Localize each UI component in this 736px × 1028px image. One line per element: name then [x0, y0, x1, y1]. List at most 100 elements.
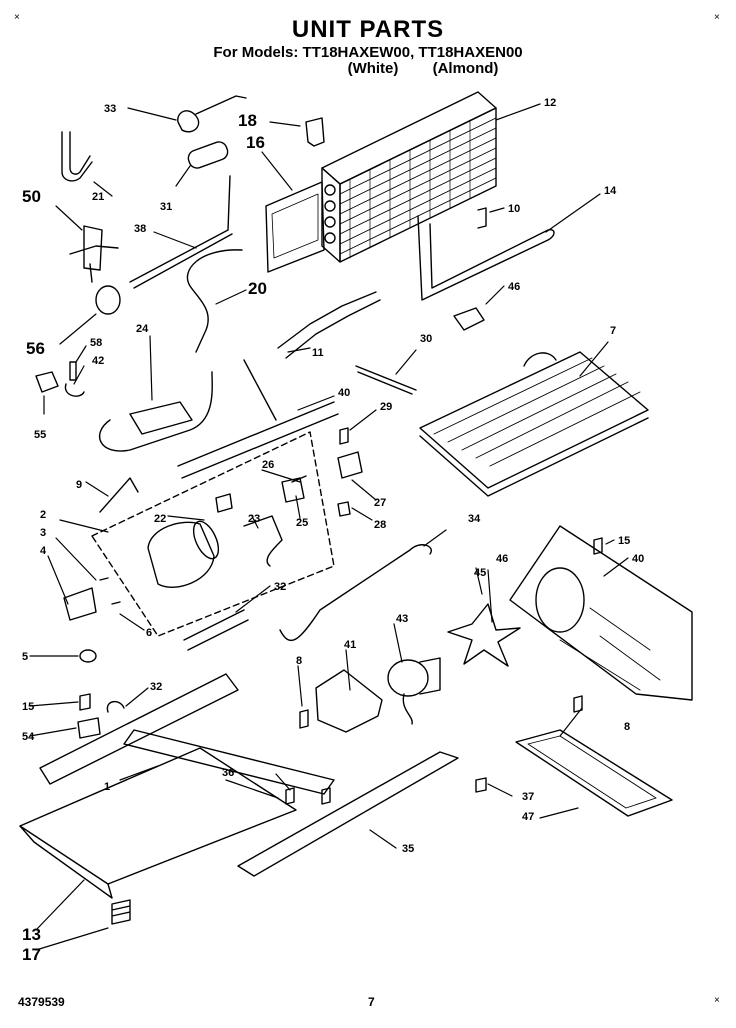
callout-21: 21: [92, 191, 104, 203]
callout-46b: 46: [496, 553, 508, 565]
part-38-tube: [129, 175, 233, 289]
part-24-tube: [98, 371, 213, 452]
callout-35: 35: [402, 843, 414, 855]
corner-mark-top-right: ×: [714, 12, 720, 23]
part-8-screw: [321, 787, 331, 805]
leader-lines: [29, 103, 629, 951]
callout-15b: 15: [22, 701, 34, 713]
callout-23: 23: [248, 513, 260, 525]
part-30-tie: [355, 365, 417, 395]
callout-2: 2: [40, 509, 46, 521]
fan-shroud: [509, 525, 693, 701]
callout-32a: 32: [274, 581, 286, 593]
callout-24: 24: [136, 323, 149, 335]
callout-1: 1: [104, 781, 110, 793]
callout-3: 3: [40, 527, 46, 539]
callout-43: 43: [396, 613, 408, 625]
part-15-screw-right: [593, 537, 603, 555]
drain-pan: [515, 729, 673, 817]
part-28-grommet: [337, 501, 351, 517]
part-55-fitting: [35, 371, 59, 393]
callout-17: 17: [22, 945, 41, 964]
part-10-clip: [477, 207, 487, 229]
models-prefix: For Models:: [213, 44, 299, 61]
page-title: UNIT PARTS: [291, 16, 445, 43]
callout-5: 5: [22, 651, 28, 663]
callout-45: 45: [474, 567, 486, 579]
base-plate: [19, 747, 297, 885]
part-9-tube: [99, 477, 139, 513]
part-27-block: [337, 451, 363, 479]
callout-55: 55: [34, 429, 46, 441]
model-numbers: For Models: TT18HAXEW00, TT18HAXEN00: [0, 44, 736, 61]
compressor: [147, 520, 220, 588]
callout-54: 54: [22, 731, 35, 743]
evaporator-coil: [419, 351, 649, 497]
fan-blade: [447, 603, 521, 667]
callout-58: 58: [90, 337, 102, 349]
callout-46a: 46: [508, 281, 520, 293]
callout-30: 30: [420, 333, 432, 345]
motor-bracket: [315, 669, 383, 733]
part-20-capillary: [186, 249, 243, 353]
callout-32b: 32: [150, 681, 162, 693]
part-40-tube: [177, 401, 339, 479]
model-white: TT18HAXEW00,: [302, 44, 415, 61]
callout-12: 12: [544, 97, 556, 109]
callout-16: 16: [246, 133, 265, 152]
callout-10: 10: [508, 203, 520, 215]
compressor-group: [91, 431, 335, 637]
callout-40a: 40: [338, 387, 350, 399]
compressor-mount: [63, 577, 121, 621]
part-5-grommet: [79, 649, 97, 663]
callout-28: 28: [374, 519, 386, 531]
corner-mark-top-left: ×: [14, 12, 20, 23]
part-50-valve: [69, 225, 119, 283]
callout-11: 11: [312, 347, 324, 359]
callout-50: 50: [22, 187, 41, 206]
fan-motor: [387, 657, 441, 725]
base-rail-35: [237, 751, 459, 877]
model-colors: (White) (Almond): [0, 60, 736, 77]
part-33-grommet: [177, 110, 200, 133]
part-32-tube: [183, 609, 249, 651]
part-34-tube: [279, 544, 432, 642]
base-rail-side: [123, 729, 335, 795]
part-32-clamp: [106, 701, 125, 713]
base-rail-front: [39, 673, 239, 785]
callout-37: 37: [522, 791, 534, 803]
page-number: 7: [368, 995, 375, 1009]
callout-22: 22: [154, 513, 166, 525]
part-36-screw: [285, 787, 295, 805]
callout-36: 36: [222, 767, 234, 779]
part-18-cap: [305, 117, 325, 147]
color-white: (White): [347, 60, 399, 77]
part-number-code: 4379539: [18, 995, 65, 1009]
callout-34: 34: [468, 513, 481, 525]
callout-41: 41: [344, 639, 356, 651]
callout-33: 33: [104, 103, 116, 115]
callout-7: 7: [610, 325, 616, 337]
part-25-overload: [281, 475, 307, 503]
part-31-filter: [187, 141, 229, 169]
callout-14: 14: [604, 185, 617, 197]
callout-8a: 8: [296, 655, 302, 667]
part-29-screw: [339, 427, 349, 445]
part-46-clip: [453, 307, 485, 331]
callout-56: 56: [26, 339, 45, 358]
part-37-screw: [475, 777, 487, 793]
callout-9: 9: [76, 479, 82, 491]
callout-15a: 15: [618, 535, 630, 547]
part-15-screw: [79, 693, 91, 711]
callout-40b: 40: [632, 553, 644, 565]
part-21-tube: [61, 131, 93, 182]
part-8-screw-right: [573, 695, 583, 713]
part-23-cord: [243, 515, 283, 567]
part-58-screw: [69, 361, 77, 381]
condenser-coil: [321, 91, 497, 263]
part-11-drier: [277, 291, 381, 359]
part-42-clamp: [64, 383, 85, 397]
callout-27: 27: [374, 497, 386, 509]
callout-26: 26: [262, 459, 274, 471]
